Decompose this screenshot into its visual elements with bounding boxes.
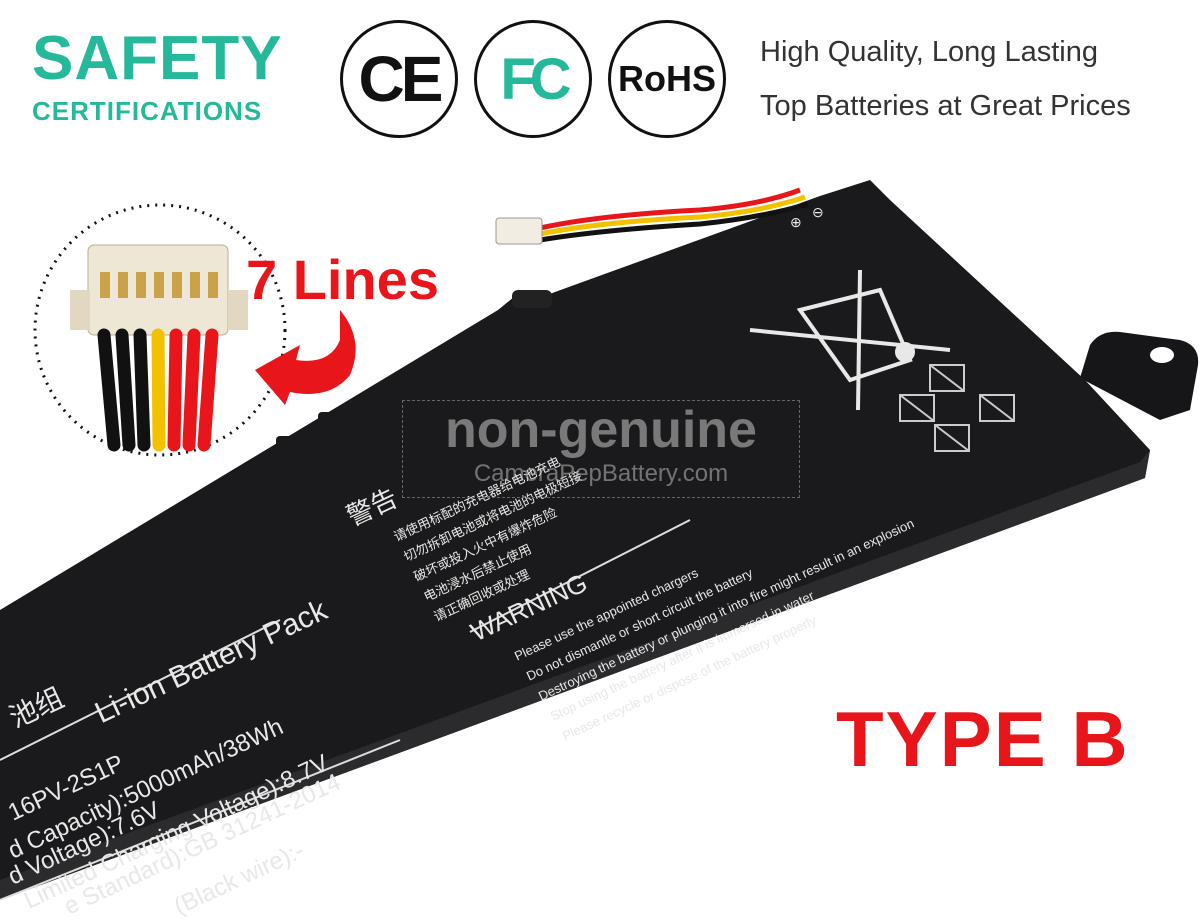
safety-subtitle: CERTIFICATIONS	[32, 96, 263, 126]
connector-wire	[182, 328, 201, 452]
connector-pin	[100, 272, 110, 298]
connector-wire	[133, 328, 151, 452]
fcc-certification-badge: FC	[474, 20, 592, 138]
type-b-label: TYPE B	[836, 695, 1130, 783]
connector-pin	[208, 272, 218, 298]
safety-title: SAFETY	[32, 24, 283, 93]
connector-pin	[136, 272, 146, 298]
battery-wire-bundle	[539, 194, 806, 237]
seven-lines-label: 7 Lines	[246, 248, 439, 311]
terminal-plus-icon: ⊕	[790, 214, 802, 230]
rohs-mark-text: RoHS	[618, 58, 716, 99]
connector-wire	[167, 328, 183, 452]
connector-pin	[172, 272, 182, 298]
fc-mark-text: FC	[500, 46, 571, 112]
ce-mark-text: CE	[358, 43, 444, 115]
tagline-prices: Top Batteries at Great Prices	[760, 90, 1131, 122]
mount-hole	[1150, 347, 1174, 363]
battery-body	[0, 180, 1150, 900]
watermark-sub: CameraPepBattery.com	[473, 460, 729, 487]
terminal-minus-icon: ⊖	[812, 204, 824, 220]
watermark-frame	[402, 400, 800, 498]
connector-wire	[97, 328, 121, 452]
battery-notch	[276, 436, 302, 458]
tagline-quality: High Quality, Long Lasting	[760, 36, 1099, 68]
connector-pin	[118, 272, 128, 298]
connector-pin	[190, 272, 200, 298]
battery-notch	[318, 412, 340, 434]
hazard-symbols-icon	[899, 364, 1015, 452]
battery-connector	[495, 217, 543, 245]
connector-wires	[97, 272, 219, 452]
red-arrow-icon	[255, 310, 356, 405]
rohs-certification-badge: RoHS	[608, 20, 726, 138]
connector-wire	[115, 328, 136, 452]
ce-certification-badge: CE	[340, 20, 458, 138]
label-divider	[469, 519, 691, 633]
battery-side-edge	[0, 450, 1150, 900]
connector-wire	[151, 328, 166, 452]
battery-wire-bundle	[539, 187, 801, 231]
battery-illustration	[0, 180, 1199, 900]
connector-wire	[197, 328, 219, 452]
watermark-main: non-genuine	[445, 401, 757, 459]
battery-wire-bundle	[539, 201, 809, 243]
battery-notch	[512, 290, 552, 308]
label-divider	[0, 739, 401, 900]
label-divider	[0, 619, 281, 761]
connector-pin	[154, 272, 164, 298]
recycle-bin-crossed-icon	[749, 269, 951, 411]
